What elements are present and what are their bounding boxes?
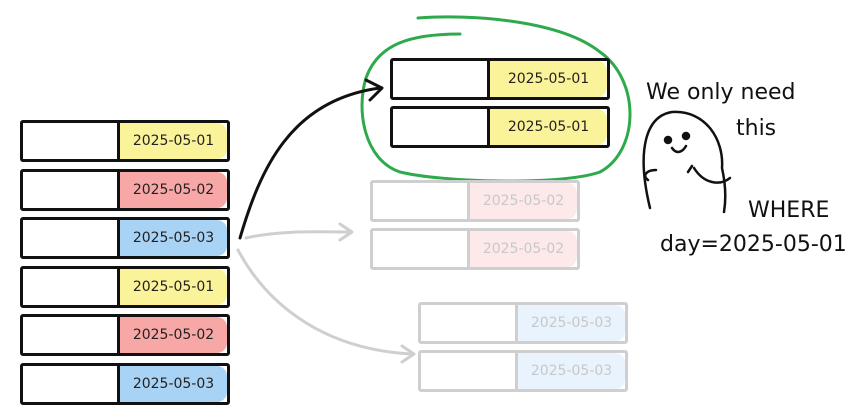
day-cell: 2025-05-01 [487,109,607,145]
arrow-skipped-03-head [400,344,416,364]
day-cell: 2025-05-02 [117,317,227,353]
partition-row-skipped-02: 2025-05-02 [370,228,580,270]
arrow-skipped-03 [236,248,414,356]
day-cell: 2025-05-02 [467,183,577,219]
source-row: 2025-05-01 [20,120,230,162]
day-cell: 2025-05-03 [117,365,227,402]
day-cell: 2025-05-01 [117,268,227,305]
arrow-selected [238,86,382,240]
day-cell: 2025-05-03 [515,305,625,341]
source-row: 2025-05-01 [20,265,230,308]
day-cell: 2025-05-02 [117,171,227,208]
arrow-skipped-02 [244,230,352,240]
partition-row-skipped-02: 2025-05-02 [370,180,580,222]
partition-row-skipped-03: 2025-05-03 [418,302,628,344]
arrow-skipped-02-head [338,222,354,242]
day-cell: 2025-05-03 [117,220,227,256]
source-row: 2025-05-02 [20,314,230,356]
day-cell: 2025-05-01 [117,123,227,159]
annotation-line-3: WHERE [748,198,830,223]
annotation-line-1: We only need [646,80,796,105]
source-row: 2025-05-02 [20,168,230,211]
smiling-blob-character-icon [642,110,732,214]
annotation-line-2: this [736,116,777,141]
day-cell: 2025-05-03 [515,353,625,389]
arrow-selected-head [364,78,384,102]
source-row: 2025-05-03 [20,362,230,405]
partition-row-selected: 2025-05-01 [390,106,610,148]
day-cell: 2025-05-02 [467,231,577,267]
day-cell: 2025-05-01 [487,61,607,97]
partition-row-skipped-03: 2025-05-03 [418,350,628,392]
partition-row-selected: 2025-05-01 [390,58,610,100]
source-row: 2025-05-03 [20,217,230,259]
annotation-line-4: day=2025-05-01 [660,232,847,257]
